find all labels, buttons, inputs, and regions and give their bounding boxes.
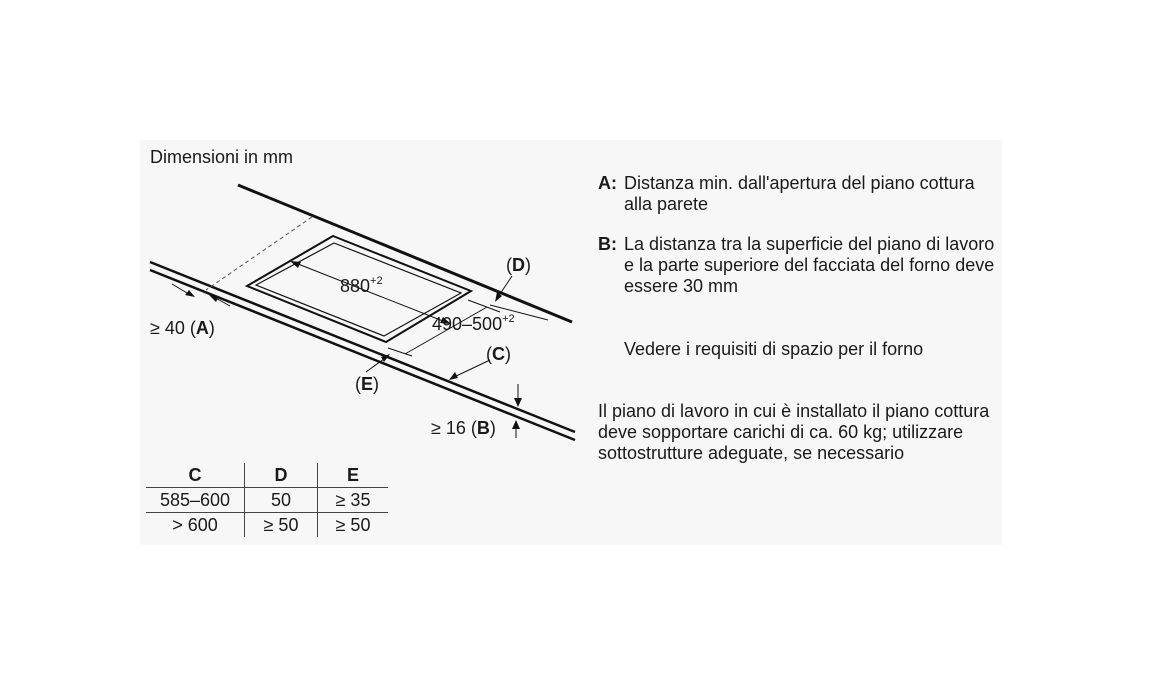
depth-extension-front xyxy=(387,347,413,357)
table-header-d: D xyxy=(244,463,318,488)
cutout-inner xyxy=(254,242,463,337)
page-title: Dimensioni in mm xyxy=(150,147,294,167)
d-arrow xyxy=(495,292,502,302)
table-row: 585–600 50 ≥ 35 xyxy=(146,487,388,513)
table-cell: > 600 xyxy=(172,514,218,535)
width-arrow-left xyxy=(290,261,301,268)
e-label: (E) xyxy=(355,374,379,394)
width-label: 880+2 xyxy=(340,275,383,296)
legend-key: B: xyxy=(598,234,617,254)
legend-item-a: A: Distanza min. dall'apertura del piano… xyxy=(598,173,998,215)
a-label: ≥ 40 (A) xyxy=(150,318,215,338)
depth-leader xyxy=(489,304,549,321)
width-arrow-right xyxy=(440,317,451,324)
worktop-front-edge-top xyxy=(149,260,576,434)
b-arrow-bottom xyxy=(512,420,520,429)
table-header-e: E xyxy=(317,463,388,488)
wall-reference-dashed xyxy=(205,216,313,291)
table-header-row: C D E xyxy=(146,463,388,488)
legend-item-b: B: La distanza tra la superficie del pia… xyxy=(598,234,998,297)
depth-label: 490–500+2 xyxy=(432,313,515,334)
table-cell: ≥ 35 xyxy=(317,487,388,513)
legend-key: A: xyxy=(598,173,617,193)
c-leader xyxy=(451,359,491,379)
a-arrow-right xyxy=(209,295,219,302)
c-arrow xyxy=(449,372,458,380)
worktop-back-edge xyxy=(237,183,573,324)
table-cell: ≥ 50 xyxy=(244,512,318,537)
b-label: ≥ 16 (B) xyxy=(431,418,496,438)
table-cell: 50 xyxy=(244,487,318,513)
depth-dimension-line xyxy=(404,306,488,355)
a-arrow-left xyxy=(185,290,195,297)
oven-note: Vedere i requisiti di spazio per il forn… xyxy=(624,339,924,359)
legend-text: Distanza min. dall'apertura del piano co… xyxy=(624,173,975,214)
dimensions-table: C D E 585–600 50 ≥ 35 > 600 ≥ 50 ≥ 50 xyxy=(146,463,388,537)
table-header-c: C xyxy=(146,463,245,488)
depth-extension-back xyxy=(467,299,501,313)
worktop-front-edge-bottom xyxy=(149,268,576,442)
legend-text: La distanza tra la superficie del piano … xyxy=(624,234,995,296)
b-arrow-top xyxy=(514,398,522,407)
table-row: > 600 ≥ 50 ≥ 50 xyxy=(146,512,388,537)
e-arrow xyxy=(381,354,390,362)
load-note: Il piano di lavoro in cui è installato i… xyxy=(598,401,990,463)
cutout-outer xyxy=(244,234,474,344)
table-cell: 585–600 xyxy=(146,487,245,513)
c-label: (C) xyxy=(486,344,511,364)
d-label: (D) xyxy=(506,255,531,275)
width-dimension-line xyxy=(292,261,449,324)
table-cell: ≥ 50 xyxy=(317,512,388,537)
